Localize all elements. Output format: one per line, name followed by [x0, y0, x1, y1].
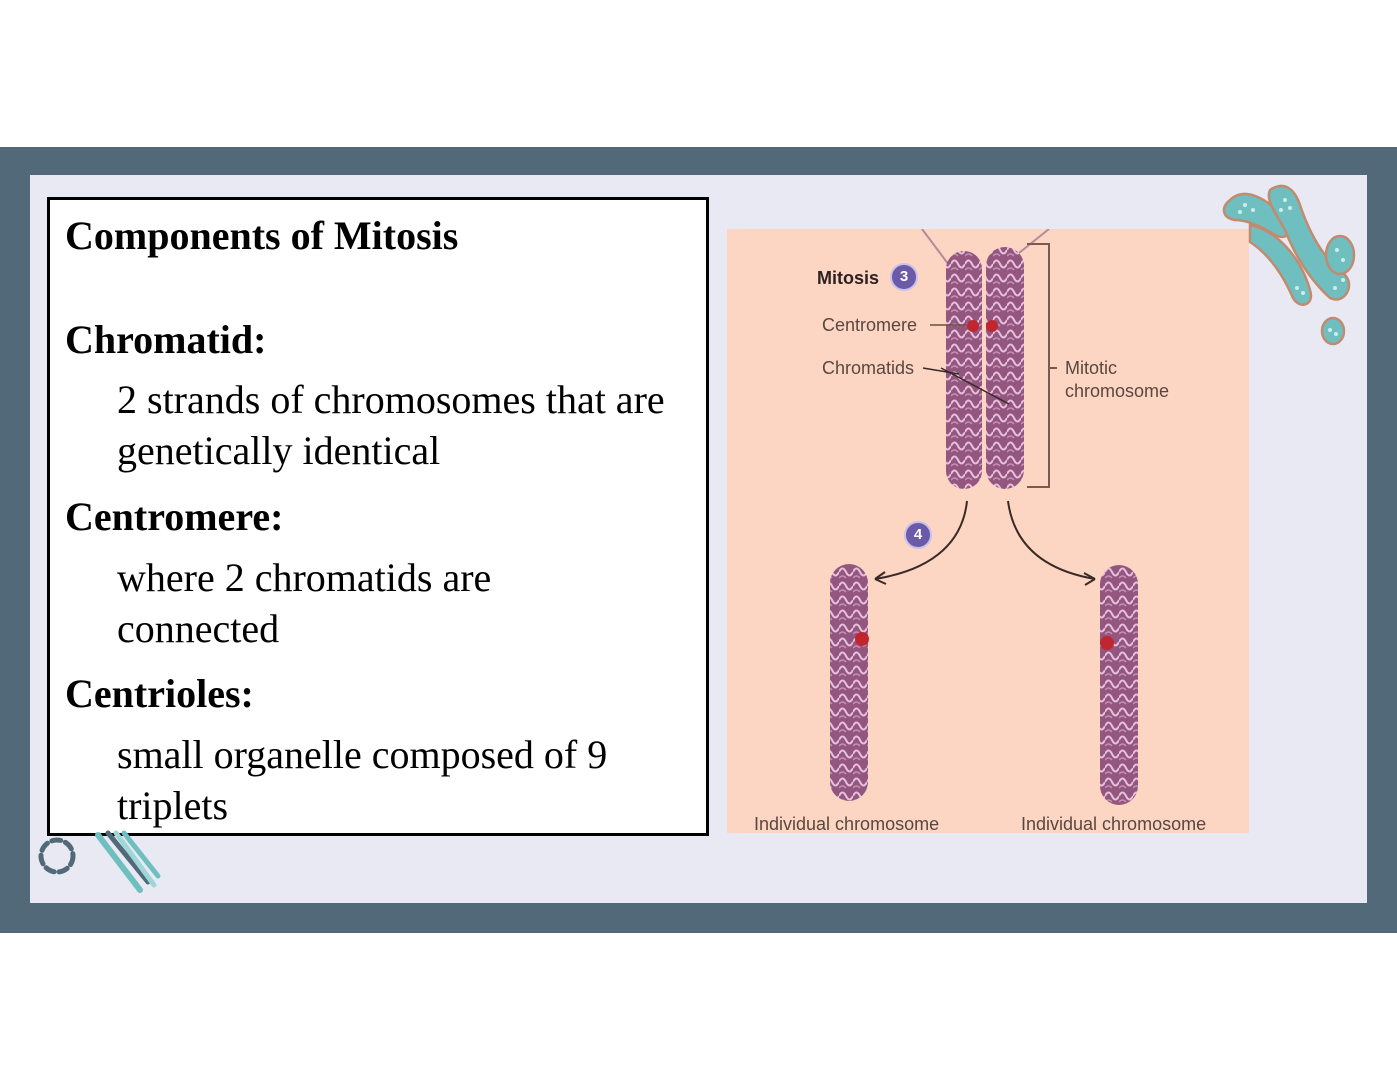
- term-chromatid: Chromatid:: [65, 317, 267, 362]
- label-individual-chromosome-right: Individual chromosome: [1021, 814, 1207, 833]
- step-badge-3: 3: [890, 263, 918, 291]
- definition-chromatid: 2 strands of chromosomes that are geneti…: [117, 377, 665, 473]
- definition-centromere: where 2 chromatids are connected: [117, 555, 492, 651]
- step-badge-4: 4: [904, 521, 932, 549]
- mitosis-diagram: Mitosis 3 Centromere Chromatids Mitotic …: [727, 229, 1249, 833]
- decorative-circle-stripes: [38, 830, 161, 893]
- label-individual-chromosome-left: Individual chromosome: [754, 814, 940, 833]
- label-chromatids: Chromatids: [822, 358, 915, 378]
- slide-title: Components of Mitosis: [65, 213, 459, 258]
- definition-centrioles: small organelle composed of 9 triplets: [117, 732, 608, 828]
- label-mitotic-chromosome: chromosome: [1065, 381, 1170, 401]
- term-centrioles: Centrioles:: [65, 671, 254, 716]
- diagram-heading: Mitosis: [817, 268, 880, 288]
- term-centromere: Centromere:: [65, 494, 284, 539]
- label-centromere: Centromere: [822, 315, 918, 335]
- text-box: Components of Mitosis Chromatid: 2 stran…: [47, 197, 709, 836]
- chromosome-illustration: [830, 229, 1138, 805]
- label-mitotic: Mitotic: [1065, 358, 1118, 378]
- decorative-cell-icon: [1222, 184, 1356, 346]
